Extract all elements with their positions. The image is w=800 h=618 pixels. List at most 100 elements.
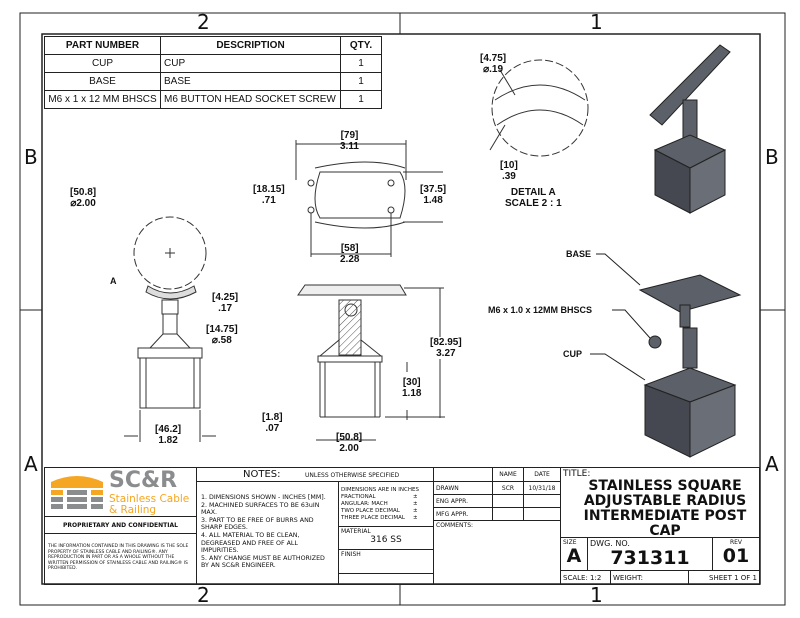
cell-part: BASE [44, 72, 161, 91]
logo-line2: & Railing [109, 504, 157, 516]
tol-two-place: TWO PLACE DECIMAL± [341, 508, 431, 515]
tol-pm: ± [413, 515, 418, 521]
disclaimer-text: THE INFORMATION CONTAINED IN THIS DRAWIN… [44, 533, 197, 585]
logo-brand: SC&R [109, 468, 178, 493]
size-value: A [566, 545, 582, 567]
iso-view-exploded [638, 274, 742, 458]
zone-right-a: A [765, 452, 779, 476]
material-value: 316 SS [370, 535, 402, 545]
zone-bottom-2: 2 [197, 583, 210, 607]
rev-value: 01 [722, 545, 750, 567]
note-item: 1. DIMENSIONS SHOWN - INCHES [MM]. [201, 494, 326, 501]
callout-cup: CUP [563, 349, 583, 359]
tol-label: TWO PLACE DECIMAL [341, 508, 400, 514]
drawn-date: 10/31/18 [523, 481, 561, 495]
tol-pm: ± [413, 501, 418, 507]
dwg-no-label: DWG. NO. [590, 539, 630, 548]
notes-sub: UNLESS OTHERWISE SPECIFIED [305, 472, 400, 479]
dim-stem-dia: [14.75]⌀.58 [206, 324, 238, 346]
zone-top-2: 2 [197, 10, 210, 34]
finish-cell: FINISH [338, 549, 434, 574]
dim-mm: [1.8] [262, 412, 283, 423]
tol-label: ANGULAR: MACH [341, 501, 388, 507]
proprietary-label: PROPRIETARY AND CONFIDENTIAL [44, 516, 197, 534]
name-header: NAME [492, 467, 524, 482]
nd-blank [433, 467, 493, 482]
note-item: 5. ANY CHANGE MUST BE AUTHORIZED BY AN S… [201, 554, 325, 570]
dim-in: ⌀2.00 [70, 198, 96, 209]
mfg-appr-date [523, 507, 561, 521]
tol-label: THREE PLACE DECIMAL [341, 515, 405, 521]
callout-screw: M6 x 1.0 x 12MM BHSCS [488, 305, 593, 315]
dim-mm: [4.25] [212, 292, 239, 303]
mfg-appr-label: MFG APPR. [433, 507, 493, 521]
dim-in: .07 [265, 423, 280, 434]
scale-cell: SCALE: 1:2 [560, 570, 611, 585]
title-line: ADJUSTABLE RADIUS [583, 493, 747, 509]
dim-mm: [14.75] [206, 324, 238, 335]
dim-wall-thk: [1.8].07 [262, 412, 283, 434]
title-line: STAINLESS SQUARE [588, 478, 742, 494]
cell-part: M6 x 1 x 12 MM BHSCS [44, 90, 161, 109]
blank-cell [338, 573, 434, 585]
dim-hole-spacing-v: [18.15].71 [253, 184, 285, 206]
dim-in: 3.27 [436, 348, 456, 359]
dim-mm: [4.75] [480, 53, 507, 64]
dim-overall-height: [82.95]3.27 [430, 337, 462, 359]
dim-cup-width: [50.8]2.00 [336, 432, 362, 454]
drawn-name: SCR [492, 481, 524, 495]
tol-label: FRACTIONAL [341, 494, 376, 500]
cell-qty: 1 [340, 90, 382, 109]
rev-cell: REV 01 [712, 537, 760, 571]
weight-cell: WEIGHT: [610, 570, 689, 585]
logo-line1: Stainless Cable [109, 493, 190, 505]
company-logo: SC&R Stainless Cable & Railing [44, 467, 197, 517]
detail-a-callout: A [110, 276, 117, 286]
note-item: 2. MACHINED SURFACES TO BE 63uIN MAX. [201, 501, 320, 517]
logo-icon [51, 476, 103, 509]
size-cell: SIZE A [560, 537, 588, 571]
zone-bottom-1: 1 [590, 583, 603, 607]
title-label: TITLE: [563, 469, 591, 479]
callout-base: BASE [566, 249, 592, 259]
dim-mm: [30] [402, 377, 421, 388]
note-item: 4. ALL MATERIAL TO BE CLEAN, DEGREASED A… [201, 531, 300, 555]
cell-desc: BASE [160, 72, 341, 91]
dim-in: .39 [501, 171, 516, 182]
cell-desc: M6 BUTTON HEAD SOCKET SCREW [160, 90, 341, 109]
tol-angular: ANGULAR: MACH ± [341, 501, 431, 508]
dim-base-width: [37.5]1.48 [420, 184, 446, 206]
material-cell: MATERIAL 316 SS [338, 526, 434, 550]
dim-in: 1.82 [158, 435, 178, 446]
eng-appr-label: ENG APPR. [433, 494, 493, 508]
dwg-no-value: 731311 [610, 547, 690, 569]
zone-left-b: B [24, 145, 38, 169]
dim-mm: [79] [340, 130, 359, 141]
tol-pm: ± [413, 494, 418, 500]
section-view [297, 284, 445, 441]
dim-cup-width-left: [46.2]1.82 [155, 424, 181, 446]
header-part-number: PART NUMBER [44, 36, 161, 55]
iso-view-assembled [649, 44, 731, 214]
drawn-label: DRAWN [433, 481, 493, 495]
detail-label-line1: DETAIL A [510, 187, 556, 198]
detail-label-line2: SCALE 2 : 1 [505, 198, 562, 209]
front-view [124, 216, 216, 442]
dim-in: 1.18 [402, 388, 422, 399]
eng-appr-date [523, 494, 561, 508]
dim-in: 2.00 [339, 443, 359, 454]
dim-mm: [10] [500, 160, 518, 171]
sheet-cell: SHEET 1 OF 1 [688, 570, 760, 585]
dim-hole-spacing-h: [58]2.28 [340, 243, 359, 265]
dim-in: .71 [261, 195, 276, 206]
material-label: MATERIAL [341, 528, 371, 535]
cell-part: CUP [44, 54, 161, 73]
dim-in: .17 [218, 303, 233, 314]
zone-right-b: B [765, 145, 779, 169]
rev-label: REV [729, 539, 743, 546]
title-cell: TITLE: STAINLESS SQUARE ADJUSTABLE RADIU… [560, 467, 760, 539]
